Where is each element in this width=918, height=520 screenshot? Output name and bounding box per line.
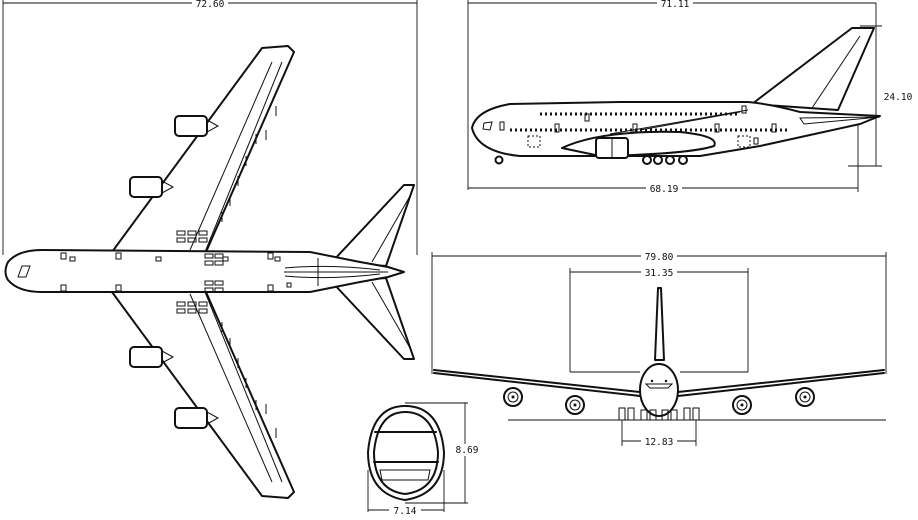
gear-track-label-front: 12.83: [645, 437, 674, 448]
side-view: 71.11 24.10 68.19: [467, 0, 916, 195]
engine-upper-outboard: [174, 115, 220, 137]
engine-lower-outboard: [174, 407, 220, 429]
landing-gear-side: [494, 155, 688, 165]
side-view-height-dimension: 24.10: [848, 3, 916, 167]
engine-upper-inboard: [129, 176, 175, 198]
cross-section-height-dimension: 8.69: [405, 402, 484, 504]
upper-stabilizer: [331, 184, 415, 267]
fuselage-doors: [60, 252, 292, 292]
length-label-side: 71.11: [661, 0, 690, 10]
front-view-tail-span-dimension: 31.35: [569, 267, 749, 373]
height-label-section: 8.69: [456, 445, 479, 456]
tail-span-label-front: 31.35: [645, 268, 674, 279]
front-view-span-dimension: 79.80: [431, 251, 887, 374]
width-label-section: 7.14: [394, 506, 417, 516]
height-label-side: 24.10: [884, 92, 913, 103]
cross-section-width-dimension: 7.14: [367, 470, 445, 517]
engine-side: [595, 137, 629, 159]
side-view-wheelbase-dimension: 68.19: [468, 120, 859, 195]
engines-front: [503, 387, 815, 415]
vertical-tail: [751, 27, 875, 111]
main-gear-upper: [176, 230, 224, 266]
top-view-span-dimension: 72.60: [2, 0, 418, 255]
vertical-tail-front: [654, 287, 665, 361]
landing-gear-front: [618, 407, 700, 421]
wheelbase-label-side: 68.19: [650, 184, 679, 195]
span-label-top: 72.60: [196, 0, 225, 10]
engine-lower-inboard: [129, 346, 175, 368]
main-gear-lower: [176, 280, 224, 314]
lower-stabilizer: [331, 277, 415, 360]
fuselage-front: [639, 363, 679, 417]
side-view-length-dimension: 71.11: [467, 0, 876, 190]
front-view: 79.80 31.35: [431, 251, 887, 448]
wings-front: [433, 369, 885, 397]
fuselage-top-view: [4, 249, 405, 293]
span-label-front: 79.80: [645, 252, 674, 263]
front-view-gear-track-dimension: 12.83: [621, 420, 697, 448]
fuselage-cross-section: 8.69 7.14: [367, 402, 484, 517]
top-view: 72.60: [2, 0, 418, 499]
